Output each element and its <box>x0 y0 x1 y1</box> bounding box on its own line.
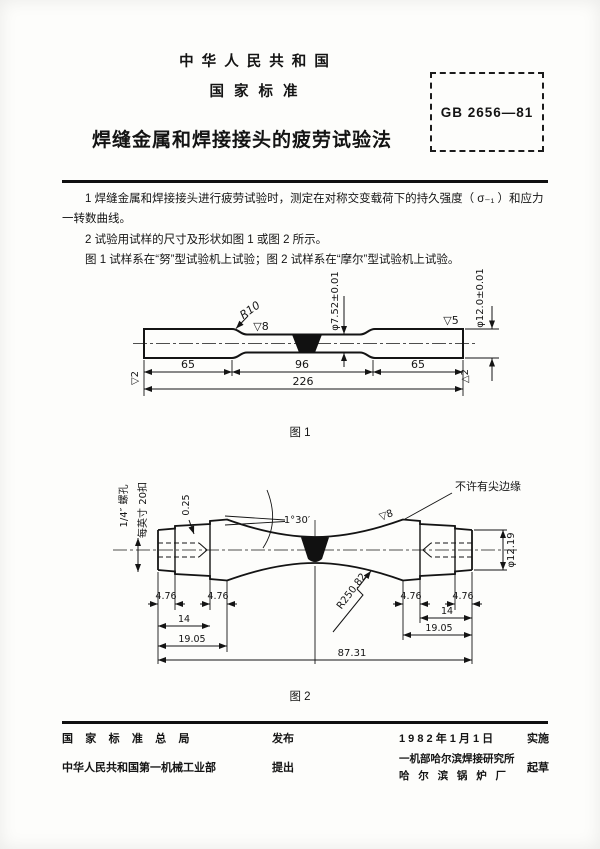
footer-propose-label: 提出 <box>272 762 294 774</box>
fig2-length-total-label: 87.31 <box>338 648 367 659</box>
document-title: 焊缝金属和焊接接头的疲劳试验法 <box>92 130 393 151</box>
fig2-finish-gauge-label: ▽8 <box>378 508 395 523</box>
fig2-dim-14-left: 14 <box>178 614 190 625</box>
fig1-gauge-diameter-label: φ7.52±0.01 <box>330 271 341 331</box>
header-rule <box>62 180 548 183</box>
footer-impl-label: 实施 <box>527 733 549 745</box>
fig2-thread-hole-right <box>431 542 472 558</box>
fig2-step-label: 0.25 <box>181 494 192 515</box>
fig2-dim-1905-left: 19.05 <box>178 634 205 645</box>
fig2-taper-angle-label: 1°30′ <box>284 515 311 526</box>
fig2-specimen-top <box>157 518 473 538</box>
fig1-finish-right-label: △2 <box>460 369 471 383</box>
fig1-finish-end-label: ▽5 <box>443 314 458 327</box>
paragraph-3: 图 1 试样系在“努”型试验机上试验；图 2 试样系在“摩尔”型试验机上试验。 <box>85 254 460 267</box>
footer-issue-label: 发布 <box>272 733 294 745</box>
figure-1-drawing: R10 ▽8 ▽5 φ7.52±0.01 φ12.0±0.01 65 96 65… <box>130 268 499 396</box>
fig2-dim-14-right: 14 <box>441 606 453 617</box>
fig2-thread-note-2: 每英寸 20扣 <box>136 482 149 538</box>
standard-number-box: GB 2656—81 <box>430 72 544 152</box>
footer-impl-date: 1 9 8 2 年 1 月 1 日 <box>399 733 494 745</box>
fig1-length-total-label: 226 <box>293 375 314 388</box>
fig2-dim-1905-right: 19.05 <box>425 623 452 634</box>
paragraph-2: 2 试验用试样的尺寸及形状如图 1 或图 2 所示。 <box>85 233 328 246</box>
fig2-dim-476-l1: 4.76 <box>155 591 176 602</box>
footer-drafter-1: 一机部哈尔滨焊接研究所 <box>399 753 515 765</box>
fig1-end-diameter-label: φ12.0±0.01 <box>475 268 486 328</box>
fig2-thread-note-1: 1/4″ 螺孔 <box>118 484 130 527</box>
fig1-finish-mid-label: ▽8 <box>253 320 268 333</box>
fig1-finish-left-label: ▽2 <box>130 371 141 385</box>
paragraph-1: 1 焊缝金属和焊接接头进行疲劳试验时，测定在对称交变载荷下的持久强度（ σ₋₁ … <box>62 193 544 226</box>
figure-1-caption: 图 1 <box>289 427 311 439</box>
fig2-weld <box>301 537 329 562</box>
standard-number: GB 2656—81 <box>440 104 534 120</box>
fig1-radius-label: R10 <box>237 299 262 322</box>
fig1-radius-leader <box>235 315 249 329</box>
header-standard-type: 国 家 标 准 <box>209 84 301 100</box>
figure-2-caption: 图 2 <box>289 691 311 703</box>
fig1-weld <box>292 334 322 353</box>
fig2-dim-476-l2: 4.76 <box>207 591 228 602</box>
header-country: 中 华 人 民 共 和 国 <box>179 54 331 70</box>
footer-draft-label: 起草 <box>527 762 549 774</box>
fig1-length-left-label: 65 <box>181 358 195 371</box>
fig1-specimen-outline <box>143 328 464 359</box>
footer-drafter-2: 哈 尔 滨 锅 炉 厂 <box>399 770 509 782</box>
footer-issuer: 国 家 标 准 总 局 <box>62 733 195 745</box>
fig2-thread-point-right <box>422 542 432 558</box>
fig2-thread-point-left <box>198 542 208 558</box>
fig1-length-right-label: 65 <box>411 358 425 371</box>
footer-rule <box>62 721 548 724</box>
fig2-specimen-bottom <box>157 562 473 582</box>
body-text: 1 焊缝金属和焊接接头进行疲劳试验时，测定在对称交变载荷下的持久强度（ σ₋₁ … <box>62 189 549 271</box>
fig1-length-mid-label: 96 <box>295 358 309 371</box>
fig2-radius-label: R250.82 <box>335 571 369 611</box>
figure-2-drawing: 1/4″ 螺孔 每英寸 20扣 0.25 1°30′ ▽8 不许有尖边缘 R25… <box>113 479 521 664</box>
fig2-no-sharp-edges-label: 不许有尖边缘 <box>455 479 521 493</box>
footer: 国 家 标 准 总 局 发布 1 9 8 2 年 1 月 1 日 实施 中华人民… <box>62 730 549 783</box>
footer-proposer: 中华人民共和国第一机械工业部 <box>62 762 216 774</box>
fig2-thread-hole-left <box>158 542 199 558</box>
fig2-dim-476-r1: 4.76 <box>400 591 421 602</box>
fig2-end-diameter-label: φ12.19 <box>506 532 517 567</box>
fig2-dim-476-r2: 4.76 <box>452 591 473 602</box>
